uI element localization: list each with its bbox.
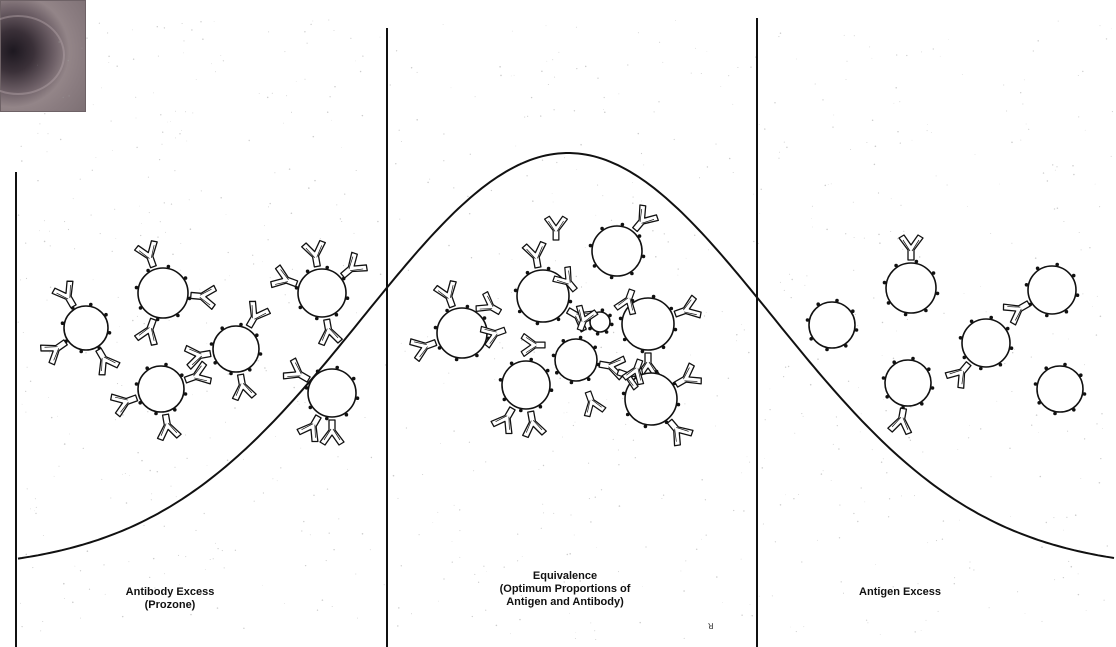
- y-shaped-antibody-icon: [133, 317, 158, 346]
- zone-label-line: Antigen and Antibody): [506, 596, 624, 608]
- y-shaped-antibody-icon: [666, 418, 694, 447]
- zone-label-line: (Optimum Proportions of: [499, 583, 631, 595]
- y-shaped-antibody-icon: [183, 344, 212, 370]
- print-speckle: [17, 19, 1113, 641]
- y-shaped-antibody-icon: [245, 300, 272, 329]
- y-shaped-antibody-icon: [522, 410, 547, 439]
- y-shaped-antibody-icon: [475, 291, 503, 316]
- antigen-particle-icon: [513, 266, 573, 326]
- y-shaped-antibody-icon: [520, 332, 546, 358]
- y-shaped-antibody-icon: [318, 318, 343, 347]
- y-shaped-antibody-icon: [887, 407, 913, 436]
- zone-label-equivalence: Equivalence (Optimum Proportions of Anti…: [445, 570, 685, 609]
- y-shaped-antibody-icon: [270, 264, 299, 289]
- y-shaped-antibody-icon: [944, 361, 972, 389]
- antigen-particle-icon: [588, 222, 646, 280]
- y-shaped-antibody-icon: [156, 413, 182, 442]
- antigen-particle-icon: [958, 315, 1014, 371]
- antigen-particle-icon: [134, 362, 188, 416]
- y-shaped-antibody-icon: [613, 288, 637, 316]
- y-shaped-antibody-icon: [319, 419, 345, 446]
- y-shaped-antibody-icon: [340, 251, 368, 279]
- zone-label-line: Antibody Excess: [125, 586, 215, 598]
- y-shaped-antibody-icon: [673, 362, 702, 388]
- antigen-antibody-complexes: [39, 204, 1087, 447]
- antigen-particle-icon: [551, 335, 601, 385]
- y-shaped-antibody-icon: [543, 215, 569, 241]
- y-shaped-antibody-icon: [490, 406, 516, 435]
- y-shaped-antibody-icon: [521, 240, 547, 269]
- precipitation-curve: [17, 152, 1115, 560]
- antigen-particle-icon: [1033, 362, 1087, 416]
- zone-label-line: Equivalence: [532, 570, 598, 582]
- y-shaped-antibody-icon: [673, 294, 702, 319]
- antigen-particle-icon: [209, 322, 263, 376]
- y-shaped-antibody-icon: [479, 325, 507, 349]
- y-shaped-antibody-icon: [301, 239, 326, 268]
- y-shaped-antibody-icon: [583, 390, 607, 418]
- antigen-particle-icon: [882, 259, 940, 317]
- y-shaped-antibody-icon: [575, 304, 599, 332]
- y-shaped-antibody-icon: [95, 347, 121, 376]
- y-shaped-antibody-icon: [552, 266, 578, 293]
- antigen-particle-icon: [433, 304, 491, 362]
- y-shaped-antibody-icon: [39, 339, 68, 366]
- y-shaped-antibody-icon: [231, 373, 257, 402]
- y-shaped-antibody-icon: [183, 360, 212, 385]
- antigen-particle-icon: [1024, 262, 1080, 318]
- zone-label-antigen-excess: Antigen Excess: [840, 586, 960, 599]
- zone-label-line: (Prozone): [144, 599, 196, 611]
- antigen-particle-icon: [294, 265, 350, 321]
- antigen-particle-icon: [134, 264, 192, 322]
- zone-label-antibody-excess: Antibody Excess (Prozone): [100, 586, 240, 612]
- precipitin-plate-thumbnail: [0, 0, 86, 112]
- y-shaped-antibody-icon: [296, 414, 322, 443]
- figure-mark: ꓤ: [708, 622, 714, 631]
- y-shaped-antibody-icon: [898, 234, 924, 261]
- y-shaped-antibody-icon: [282, 357, 311, 383]
- y-shaped-antibody-icon: [110, 393, 139, 418]
- zone-label-line: Antigen Excess: [859, 586, 941, 598]
- antigen-particle-icon: [304, 365, 360, 421]
- y-shaped-antibody-icon: [133, 240, 158, 269]
- y-shaped-antibody-icon: [1002, 300, 1031, 326]
- y-shaped-antibody-icon: [409, 338, 438, 363]
- y-shaped-antibody-icon: [189, 284, 218, 310]
- antigen-particle-icon: [498, 357, 554, 413]
- y-shaped-antibody-icon: [51, 280, 77, 309]
- antigen-particle-icon: [881, 356, 935, 410]
- y-shaped-antibody-icon: [632, 204, 659, 233]
- antigen-particle-icon: [60, 302, 112, 354]
- y-shaped-antibody-icon: [621, 358, 645, 386]
- antigen-particle-icon: [805, 298, 859, 352]
- y-shaped-antibody-icon: [432, 280, 457, 309]
